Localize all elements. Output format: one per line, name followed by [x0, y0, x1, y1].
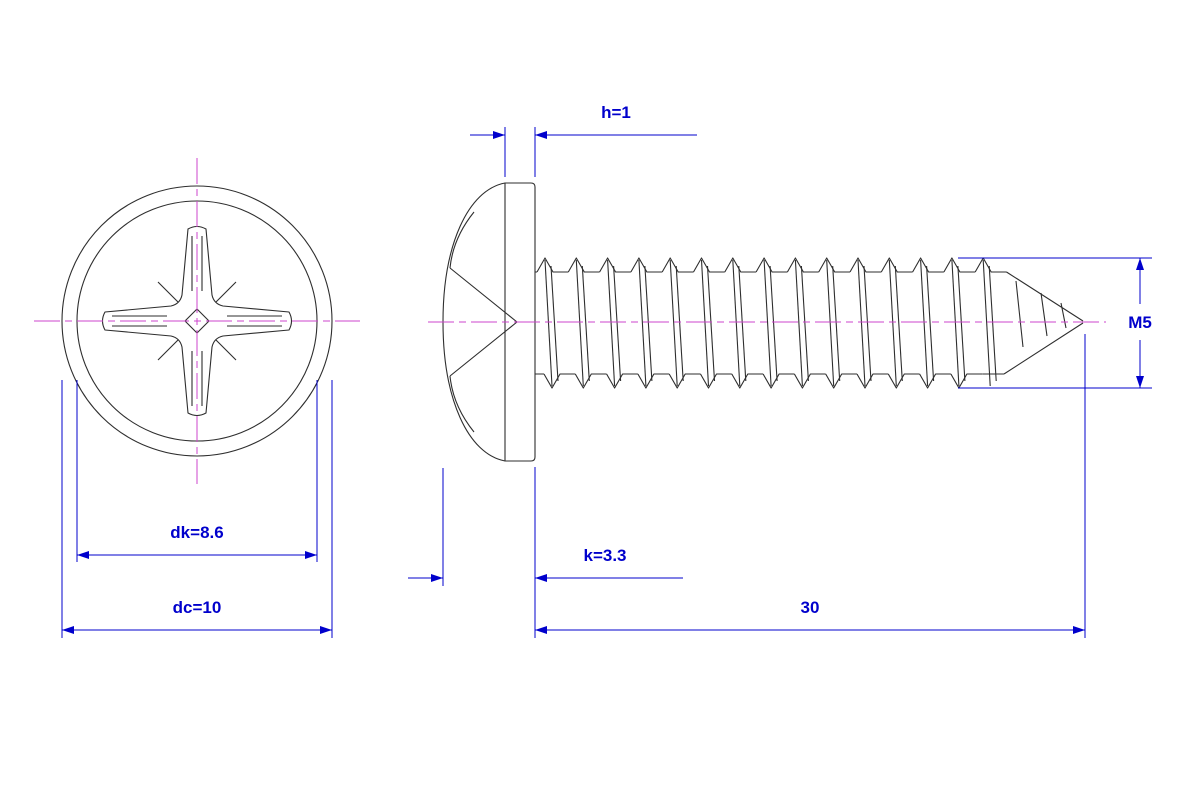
- dim-h: h=1: [470, 103, 697, 177]
- thread-arrow-up: [1136, 258, 1144, 270]
- thread-flank: [920, 259, 935, 387]
- thread-tooth: [818, 257, 851, 273]
- dim-thread: M5: [958, 257, 1152, 389]
- k-arrow-left: [431, 574, 443, 582]
- dim-dk: dk=8.6: [76, 380, 318, 562]
- thread-tooth: [599, 257, 632, 273]
- thread-tooth: [755, 257, 788, 273]
- thread-tooth: [536, 257, 569, 273]
- dim-label-dc: dc=10: [173, 598, 222, 617]
- h-arrow-left: [493, 131, 505, 139]
- thread-tooth: [856, 373, 889, 389]
- thread-tooth: [974, 257, 1008, 273]
- thread-tooth: [912, 257, 945, 273]
- thread-tooth: [668, 373, 702, 389]
- thread-tooth: [637, 373, 670, 389]
- dim-label-h: h=1: [601, 103, 631, 122]
- thread-flank: [575, 259, 590, 387]
- thread-tooth: [606, 373, 639, 389]
- thread-tooth: [699, 373, 733, 389]
- thread-tooth: [762, 373, 795, 389]
- k-arrow-right: [535, 574, 547, 582]
- thread-bottom-edge: [543, 373, 983, 389]
- thread-flank: [700, 259, 716, 387]
- h-arrow-right: [535, 131, 547, 139]
- thread-tooth: [661, 257, 695, 273]
- flange-washer-profile: [504, 182, 536, 462]
- thread-flank: [857, 259, 872, 387]
- dim-label-dk: dk=8.6: [170, 523, 223, 542]
- thread-tooth: [692, 257, 726, 273]
- centerline-layer: [34, 158, 1106, 484]
- dim-label-length: 30: [801, 598, 820, 617]
- phillips-corner-ridges: [157, 281, 237, 361]
- thread-tooth: [880, 257, 914, 273]
- dim-label-thread: M5: [1128, 313, 1152, 332]
- thread-tooth: [950, 373, 983, 389]
- thread-arrow-down: [1136, 376, 1144, 388]
- thread-tooth: [943, 257, 976, 273]
- dim-label-k: k=3.3: [583, 546, 626, 565]
- thread-tooth: [567, 257, 601, 273]
- screw-tip-cone: [1003, 271, 1084, 375]
- thread-flank: [669, 259, 684, 387]
- thread-flank: [544, 259, 559, 387]
- phillips-cross-outline: [101, 225, 293, 417]
- thread-flank: [826, 259, 841, 387]
- thread-flank-lines: [544, 259, 997, 387]
- dim-dc: dc=10: [61, 380, 333, 638]
- thread-flank: [951, 259, 966, 387]
- thread-tooth: [724, 257, 757, 273]
- thread-tooth: [731, 373, 764, 389]
- dk-arrow-left: [77, 551, 89, 559]
- length-arrow-left: [535, 626, 547, 634]
- length-arrow-right: [1073, 626, 1085, 634]
- thread-flank: [638, 259, 653, 387]
- thread-flank: [732, 259, 747, 387]
- dc-arrow-left: [62, 626, 74, 634]
- flange-outer-circle: [61, 185, 333, 457]
- shank-connector-lines: [535, 271, 1004, 375]
- thread-tooth: [887, 373, 921, 389]
- thread-tooth: [793, 373, 827, 389]
- dimension-layer: h=1 k=3.3 30 M5: [61, 103, 1152, 638]
- thread-tooth: [543, 373, 576, 389]
- thread-tooth: [574, 373, 608, 389]
- thread-flank: [982, 259, 997, 387]
- thread-tooth: [849, 257, 882, 273]
- thread-flank: [794, 259, 809, 387]
- thread-flank: [763, 259, 778, 387]
- thread-tooth: [919, 373, 952, 389]
- dc-arrow-right: [320, 626, 332, 634]
- thread-flank: [888, 259, 903, 387]
- phillips-slot-floor-lines: [112, 236, 282, 406]
- dk-arrow-right: [305, 551, 317, 559]
- dim-k: k=3.3: [408, 467, 683, 638]
- thread-tooth: [786, 257, 820, 273]
- dim-length: 30: [535, 334, 1086, 638]
- thread-flank: [607, 259, 622, 387]
- thread-tooth: [630, 257, 663, 273]
- phillips-recess: [101, 225, 293, 417]
- thread-tooth: [825, 373, 858, 389]
